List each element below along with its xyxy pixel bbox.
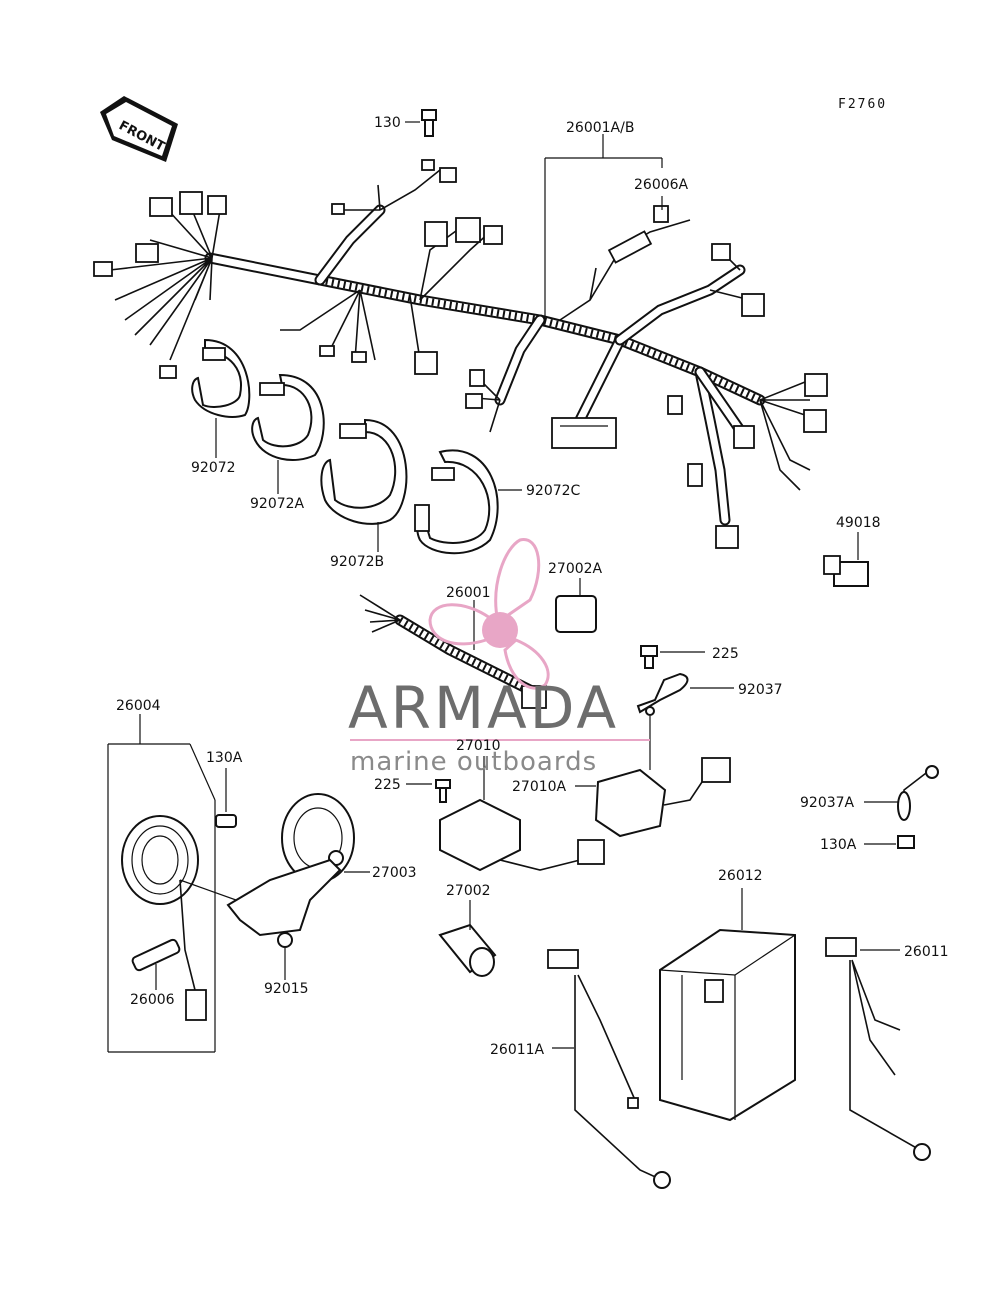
label-27002: 27002 <box>446 883 491 899</box>
bolt-130A-right <box>864 835 915 849</box>
label-92037: 92037 <box>738 682 783 698</box>
battery-26012 <box>659 888 796 1122</box>
label-92072B: 92072B <box>330 554 384 570</box>
watermark-logo: ARMADA marine outboards <box>348 538 650 777</box>
part-labels: 130 26001A/B 26006A 92072 92072A 92072B … <box>116 115 949 1058</box>
label-92037A: 92037A <box>800 795 855 811</box>
part-27010A <box>575 757 731 838</box>
label-92072C: 92072C <box>526 483 581 499</box>
clamp-92072A <box>251 373 325 494</box>
horn-left <box>121 815 251 1021</box>
label-92072: 92072 <box>191 460 236 476</box>
horn-right <box>226 793 370 937</box>
front-arrow-icon: FRONT <box>100 96 178 162</box>
label-26001: 26001 <box>446 585 491 601</box>
cable-26011 <box>825 937 931 1161</box>
label-26006A: 26006A <box>634 177 689 193</box>
label-225-upper: 225 <box>712 646 739 662</box>
label-92072A: 92072A <box>250 496 305 512</box>
bolt-225-upper <box>640 645 705 669</box>
label-26006: 26006 <box>130 992 175 1008</box>
leader-26001AB <box>405 121 663 318</box>
part-92037A <box>864 765 939 821</box>
part-49018 <box>823 532 869 587</box>
clamp-92072B <box>320 418 408 552</box>
bolt-225-lower <box>406 779 451 803</box>
label-26011: 26011 <box>904 944 949 960</box>
label-27003: 27003 <box>372 865 417 881</box>
label-130: 130 <box>374 115 401 131</box>
label-26012: 26012 <box>718 868 763 884</box>
part-27002 <box>438 900 497 977</box>
cable-26011A <box>547 949 671 1189</box>
part-27002A <box>555 578 597 633</box>
label-26011A: 26011A <box>490 1042 545 1058</box>
figure-code: F2760 <box>838 97 887 112</box>
nut-92015 <box>277 932 293 980</box>
label-27002A: 27002A <box>548 561 603 577</box>
part-92037 <box>636 672 734 770</box>
label-92015: 92015 <box>264 981 309 997</box>
label-130A-left: 130A <box>206 750 243 766</box>
watermark-brand: ARMADA <box>348 674 619 742</box>
leader-26004 <box>107 714 216 1053</box>
bolt-130 <box>421 109 437 137</box>
fuse-26006 <box>131 938 181 990</box>
label-49018: 49018 <box>836 515 881 531</box>
main-harness <box>93 159 828 549</box>
label-26001AB: 26001A/B <box>566 120 634 136</box>
clamp-92072C <box>414 449 522 555</box>
bolt-130A-left <box>215 768 237 828</box>
label-26004: 26004 <box>116 698 161 714</box>
label-225-lower: 225 <box>374 777 401 793</box>
label-27010A: 27010A <box>512 779 567 795</box>
watermark-tagline: marine outboards <box>350 747 597 777</box>
label-27010: 27010 <box>456 738 501 754</box>
propeller-logo-icon <box>428 538 550 690</box>
part-27010 <box>439 756 605 872</box>
label-130A-right: 130A <box>820 837 857 853</box>
clamp-92072 <box>191 338 251 458</box>
